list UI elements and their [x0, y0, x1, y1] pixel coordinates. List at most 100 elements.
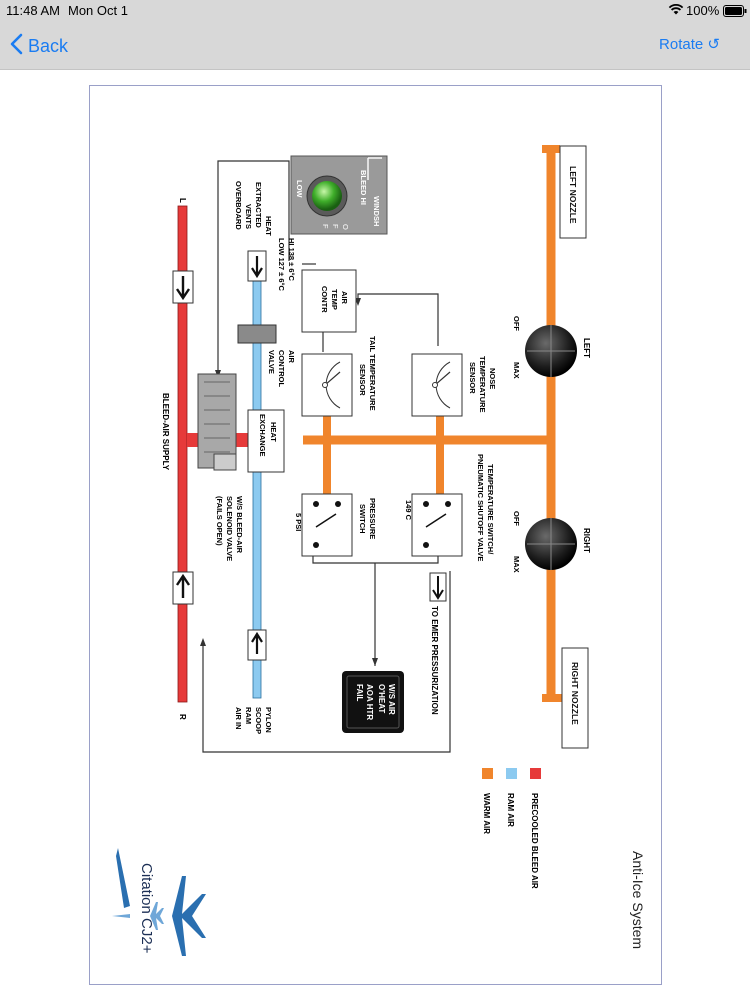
side-r-label: R	[178, 714, 187, 720]
bleed-supply-label: BLEED-AIR SUPPLY	[161, 393, 170, 471]
nose-temperature-sensor	[411, 353, 463, 417]
logo-text: Citation CJ2+	[138, 863, 155, 954]
ram-air-line4: AIR IN	[234, 707, 243, 730]
acv-line1: AIR	[287, 350, 296, 364]
nose-sensor-line1: NOSE	[488, 368, 497, 389]
solenoid-line1: W/S BLEED-AIR	[235, 496, 244, 554]
legend-swatch-ram	[506, 768, 517, 779]
citation-logo	[112, 848, 206, 956]
acv-line2: CONTROL	[277, 350, 286, 387]
legend	[482, 768, 541, 779]
flow-arrow-ram-top	[247, 250, 267, 282]
switch-label: BLEED HI	[359, 170, 368, 205]
flow-arrow-bleed-top	[172, 270, 194, 304]
rotate-button[interactable]: Rotate ↺	[659, 35, 720, 53]
back-button[interactable]: Back	[10, 33, 68, 60]
temp-setting-hi: HI 138 ± 6°C	[287, 238, 296, 282]
switch-low: LOW	[295, 180, 304, 198]
heat-extracted-line3: VENTS	[244, 204, 253, 229]
nose-sensor-line3: SENSOR	[468, 362, 477, 394]
heat-extracted-line4: OVERBOARD	[234, 181, 243, 230]
left-nozzle	[559, 145, 587, 239]
right-knob-off: OFF	[512, 511, 521, 526]
air-control-valve	[237, 324, 277, 344]
temp-switch-line1: TEMPERATURE SWITCH/	[486, 464, 495, 555]
tail-temperature-sensor	[301, 353, 353, 417]
back-label: Back	[28, 36, 69, 56]
acv-line3: VALVE	[267, 350, 276, 374]
heat-extracted-line2: EXTRACTED	[254, 182, 263, 228]
solenoid-line3: (FAILS OPEN)	[215, 496, 224, 546]
chevron-left-icon	[10, 33, 24, 60]
heat-extracted-line1: HEAT	[264, 216, 273, 236]
rotate-icon: ↺	[707, 36, 720, 53]
ram-air-line3: RAM	[244, 707, 253, 724]
warm-air-lines	[303, 145, 562, 702]
legend-swatch-bleed	[530, 768, 541, 779]
annunciator-line1: W/S AIR	[387, 684, 396, 715]
legend-swatch-warm	[482, 768, 493, 779]
pressure-switch-line1: PRESSURE	[368, 498, 377, 539]
switch-pos-f1: F	[331, 224, 340, 229]
document-page: LEFT NOZZLE RIGHT NOZZLE LEFT OFF MAX RI…	[89, 85, 662, 985]
ram-air-line2: SCOOP	[254, 707, 263, 734]
temp-switch-line2: PNEUMATIC SHUTOFF VALVE	[476, 454, 485, 561]
solenoid-valve	[197, 373, 237, 471]
nav-bar: Back Rotate ↺	[0, 22, 750, 70]
switch-header: WINDSH	[372, 196, 381, 226]
wifi-icon	[668, 2, 684, 19]
air-temp-contr-line3: CONTR	[320, 286, 329, 313]
tail-sensor-line1: TAIL TEMPERATURE	[368, 336, 377, 411]
hx-line2: EXCHANGE	[258, 414, 267, 457]
left-knob[interactable]	[525, 325, 577, 377]
side-l-label: L	[178, 198, 187, 203]
pressure-value: 5 PSI	[294, 513, 303, 531]
left-nozzle-label: LEFT NOZZLE	[568, 166, 578, 224]
pressure-switch-line2: SWITCH	[358, 504, 367, 534]
temp-switch-value: 149 C	[404, 500, 413, 521]
pressure-switch	[301, 493, 353, 557]
right-knob[interactable]	[525, 518, 577, 570]
right-nozzle	[561, 647, 589, 749]
temperature-switch	[411, 493, 463, 557]
hx-line1: HEAT	[269, 422, 278, 442]
solenoid-line2: SOLENOID VALVE	[225, 496, 234, 561]
air-temp-contr-line2: TEMP	[330, 289, 339, 310]
annunciator-line2: O'HEAT	[377, 684, 386, 713]
heat-exchanger	[247, 409, 285, 473]
flow-arrow-ram-bottom	[247, 629, 267, 661]
switch-pos-o: O	[341, 224, 350, 230]
shutoff-valve-arrow	[429, 572, 447, 602]
battery-icon	[723, 5, 747, 20]
legend-label-bleed: PRECOOLED BLEED AIR	[530, 793, 539, 889]
right-knob-max: MAX	[512, 556, 521, 573]
arrowhead	[200, 638, 206, 646]
annunciator-line4: FAIL	[355, 684, 364, 701]
flow-arrow-bleed-bottom	[172, 571, 194, 605]
battery-percent: 100%	[686, 3, 720, 18]
temp-setting-low: LOW 127 ± 6°C	[277, 238, 286, 292]
left-knob-label: LEFT	[582, 338, 591, 358]
left-knob-off: OFF	[512, 316, 521, 331]
air-temp-contr-line1: AIR	[340, 291, 349, 305]
status-bar: 11:48 AM Mon Oct 1 100%	[0, 0, 750, 22]
tail-sensor-line2: SENSOR	[358, 364, 367, 396]
anti-ice-diagram: LEFT NOZZLE RIGHT NOZZLE LEFT OFF MAX RI…	[112, 145, 646, 956]
signal-lines	[202, 160, 451, 753]
nose-sensor-line2: TEMPERATURE	[478, 356, 487, 413]
status-time: 11:48 AM	[6, 3, 60, 18]
right-nozzle-label: RIGHT NOZZLE	[570, 662, 580, 725]
switch-pos-f2: F	[321, 224, 330, 229]
left-knob-max: MAX	[512, 362, 521, 379]
rotate-label: Rotate	[659, 36, 704, 53]
to-emer-label: TO EMER PRESSURIZATION	[430, 606, 439, 715]
annunciator-line3: AOA HTR	[365, 684, 374, 720]
air-temp-controller	[301, 269, 357, 333]
status-date: Mon Oct 1	[68, 3, 128, 18]
legend-label-ram: RAM AIR	[506, 793, 515, 827]
bleed-hi-switch[interactable]	[306, 175, 348, 217]
annunciator-panel	[342, 671, 404, 733]
legend-label-warm: WARM AIR	[482, 793, 491, 834]
diagram-title: Anti-Ice System	[630, 851, 646, 949]
right-knob-label: RIGHT	[582, 528, 591, 553]
